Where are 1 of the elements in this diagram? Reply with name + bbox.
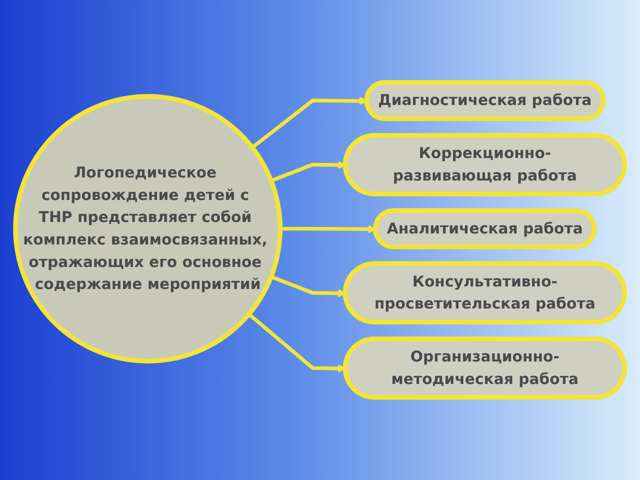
node-circle: Логопедическое сопровождение детей с ТНР представляет собой комплекс взаимосвязанных, отражающих его основное содержание мероприятий <box>13 94 282 364</box>
